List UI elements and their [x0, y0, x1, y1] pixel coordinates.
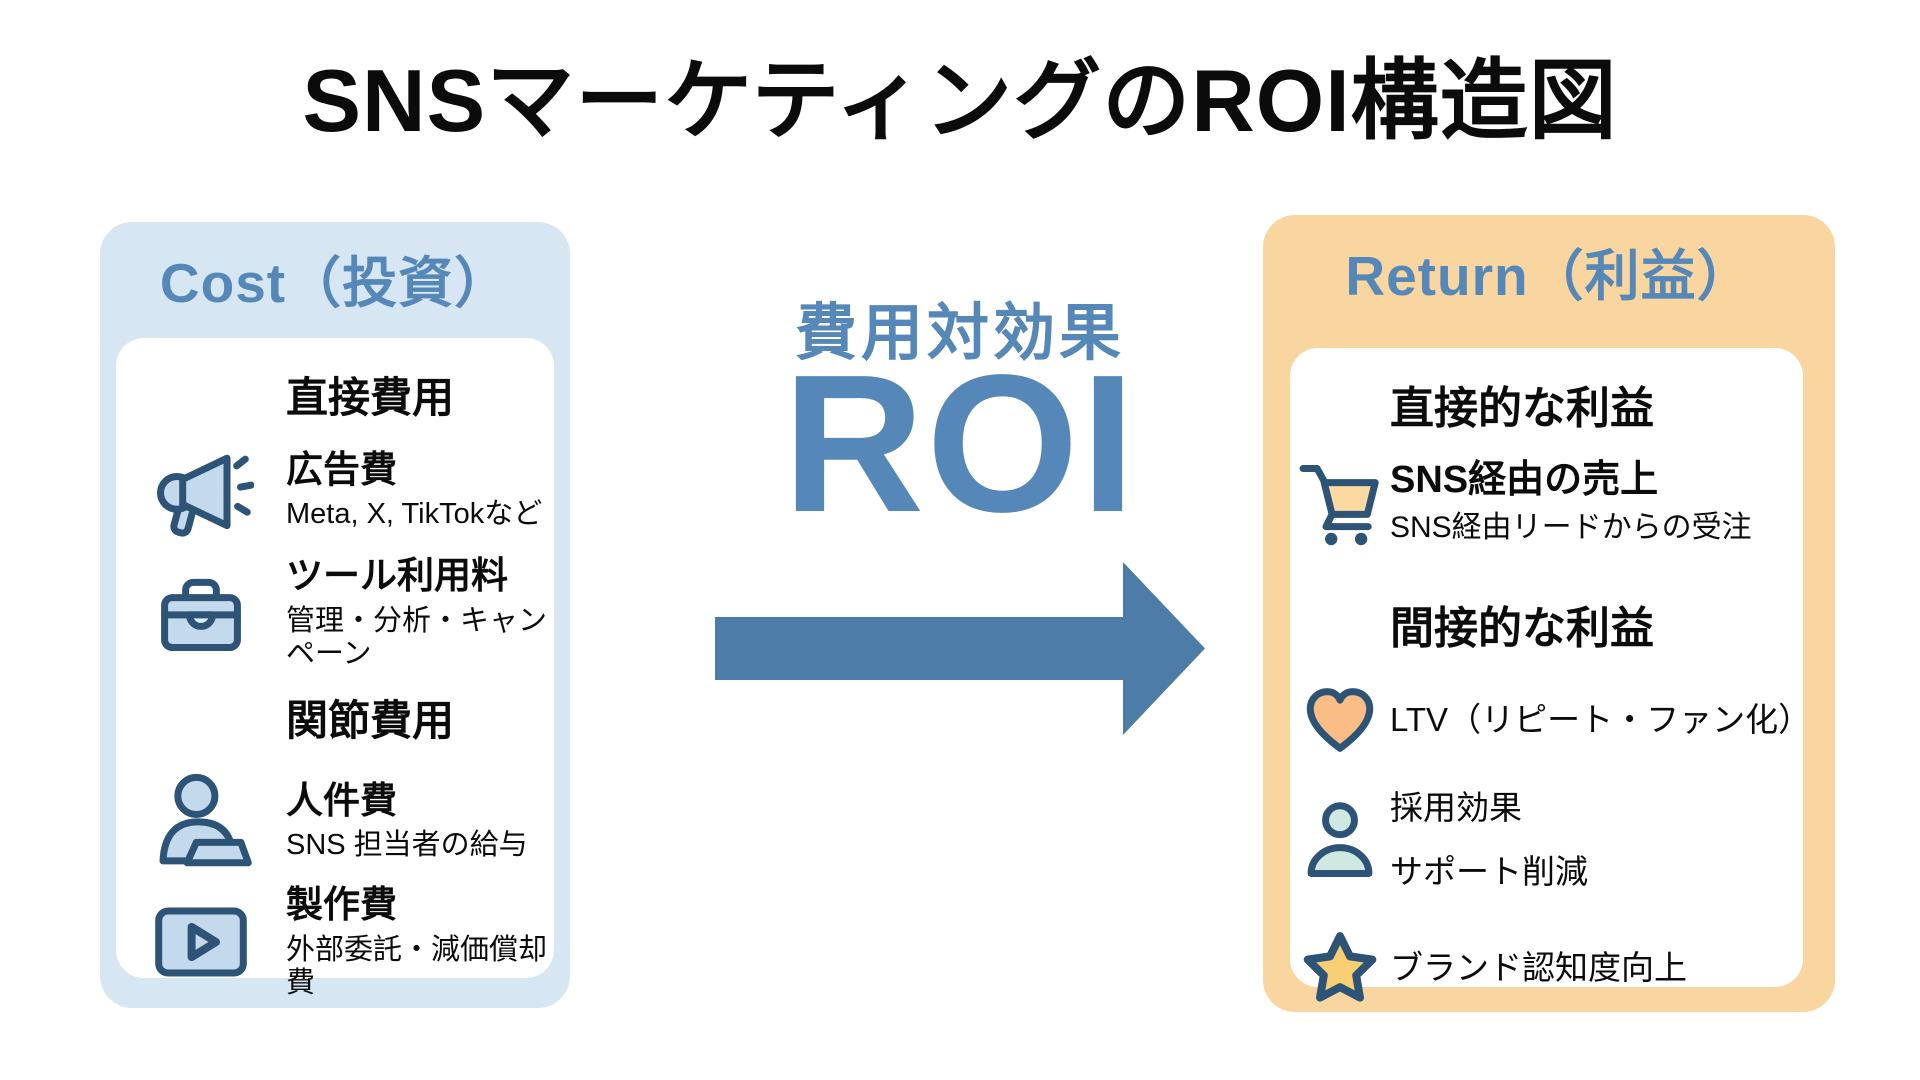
cost-item-production: 製作費 外部委託・減価償却費	[116, 884, 554, 1000]
section-heading-direct-costs: 直接費用	[286, 374, 455, 421]
cost-item-text: ツール利用料 管理・分析・キャンペーン	[286, 555, 554, 671]
megaphone-icon	[116, 437, 286, 543]
section-heading-indirect-costs: 関節費用	[286, 697, 455, 745]
right-arrow-icon	[715, 562, 1205, 735]
cost-item-text: 広告費 Meta, X, TikTokなど	[286, 449, 542, 532]
heart-icon	[1290, 686, 1390, 754]
return-item-text: SNS経由の売上 SNS経由リードからの受注	[1390, 459, 1752, 545]
roi-label: ROI	[782, 334, 1138, 553]
page-title: SNSマーケティングのROI構造図	[302, 51, 1618, 150]
return-item-ltv: LTV（リピート・ファン化）	[1290, 686, 1812, 754]
section-heading-indirect-returns: 間接的な利益	[1390, 604, 1654, 653]
cost-effectiveness-label: 費用対効果	[794, 299, 1125, 368]
section-heading-direct-returns: 直接的な利益	[1390, 384, 1654, 433]
return-item-sales: SNS経由の売上 SNS経由リードからの受注	[1290, 456, 1803, 548]
item-title: 採用効果	[1390, 789, 1522, 826]
person-icon	[1290, 800, 1390, 880]
return-item-hiring-support: 採用効果 サポート削減	[1290, 788, 1803, 891]
return-panel: Return（利益） 直接的な利益 SN	[1263, 215, 1835, 1012]
toolbox-icon	[116, 567, 286, 659]
item-sub: SNS 担当者の給与	[286, 829, 528, 862]
item-sub: Meta, X, TikTokなど	[286, 498, 543, 531]
item-title: SNS経由の売上	[1390, 458, 1659, 501]
video-icon	[116, 906, 286, 978]
cost-item-text: 人件費 SNS 担当者の給与	[286, 780, 528, 863]
item-title: ツール利用料	[286, 555, 508, 596]
cart-icon	[1290, 456, 1390, 548]
cost-item-advertising: 広告費 Meta, X, TikTokなど	[116, 437, 554, 543]
person-laptop-icon	[116, 770, 286, 872]
cost-item-labor: 人件費 SNS 担当者の給与	[116, 770, 554, 872]
item-title: ブランド認知度向上	[1390, 949, 1687, 987]
return-item-text: ブランド認知度向上	[1390, 948, 1687, 988]
return-panel-header: Return（利益）	[1345, 245, 1753, 307]
item-sub: サポート削減	[1390, 852, 1588, 890]
item-sub: 外部委託・減価償却費	[286, 933, 548, 1000]
cost-item-text: 製作費 外部委託・減価償却費	[286, 884, 554, 1000]
item-title: 人件費	[286, 779, 397, 821]
cost-panel: Cost（投資） 直接費用	[100, 222, 570, 1008]
item-title: 広告費	[286, 448, 397, 490]
return-card: 直接的な利益 SNS経由の売上 SNS経由リ	[1290, 348, 1812, 987]
item-sub: SNS経由リードからの受注	[1390, 510, 1752, 544]
cost-card: 直接費用 広告費	[116, 338, 554, 999]
return-item-brand: ブランド認知度向上	[1290, 931, 1803, 1005]
return-item-text: 採用効果 サポート削減	[1390, 788, 1588, 891]
star-icon	[1290, 931, 1390, 1005]
item-title: 製作費	[286, 884, 397, 926]
item-sub: 管理・分析・キャンペーン	[286, 604, 548, 670]
cost-item-tools: ツール利用料 管理・分析・キャンペーン	[116, 555, 554, 671]
item-title: LTV（リピート・ファン化）	[1390, 701, 1812, 739]
return-item-text: LTV（リピート・ファン化）	[1390, 700, 1812, 740]
cost-panel-header: Cost（投資）	[159, 252, 511, 314]
